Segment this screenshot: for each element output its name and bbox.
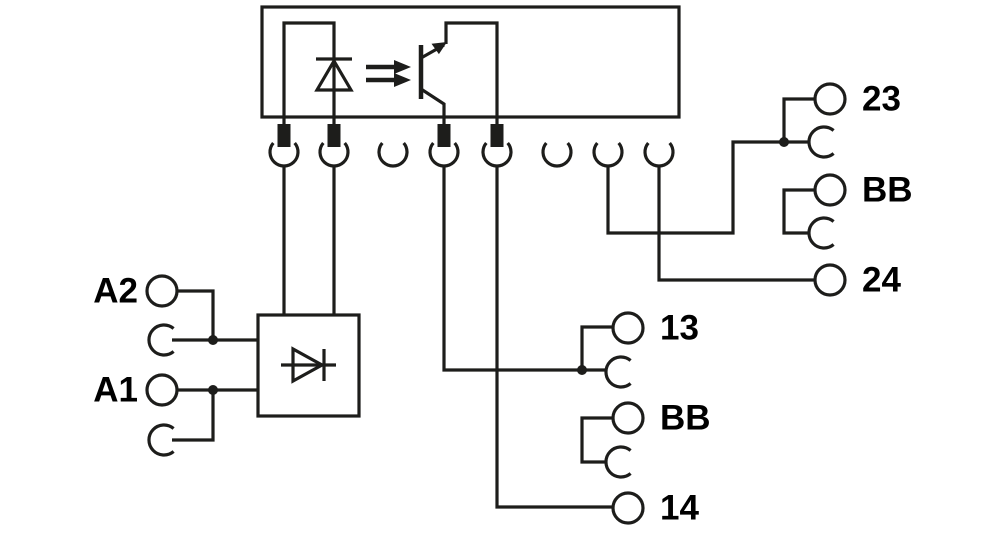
terminal-group-output-right: 23 BB 24 (606, 80, 913, 300)
wire-branch-13 (580, 325, 613, 370)
bridge-socket-13-icon (604, 355, 632, 389)
bridge-socket-a1-icon (147, 423, 175, 457)
terminal-label-bb-bottom: BB (660, 399, 711, 438)
wire-bb-bracket-right (782, 188, 815, 235)
wire-led-branch (282, 21, 336, 117)
wire-collector-to-14 (495, 166, 613, 509)
bridge-socket-23-icon (807, 125, 835, 159)
terminal-label-24: 24 (862, 261, 901, 300)
terminal-group-input: A2 A1 (93, 272, 258, 457)
bridge-socket-a2-icon (147, 323, 175, 357)
terminal-circle-bb-right (813, 173, 847, 207)
diode-icon (281, 346, 336, 384)
bridge-socket-bb-right-icon (807, 216, 835, 250)
socket-icon (377, 141, 409, 168)
wire-branch-23 (782, 97, 815, 142)
light-arrows-icon (366, 60, 411, 87)
plug-pin (327, 124, 341, 147)
terminal-circle-a2 (145, 274, 179, 308)
plug-pins (277, 117, 504, 147)
junction-dot (577, 365, 587, 375)
terminal-label-13: 13 (660, 309, 699, 348)
wire-collector-leg (444, 21, 499, 117)
wire-socket7-to-23 (606, 140, 809, 235)
terminal-label-bb-right: BB (862, 171, 913, 210)
socket-icon (541, 141, 573, 168)
socket-icon (592, 141, 624, 168)
led-icon (314, 57, 354, 92)
plug-pin (277, 124, 291, 147)
wire-emitter-to-13 (442, 166, 606, 372)
wire-emitter-leg (420, 87, 446, 117)
terminal-circle-24 (813, 263, 847, 297)
led-triangle (314, 57, 354, 92)
junction-dot (208, 335, 218, 345)
socket-icon (481, 141, 513, 168)
terminal-circle-23 (813, 82, 847, 116)
terminal-circle-a1 (145, 373, 179, 407)
socket-icon (268, 141, 300, 168)
terminal-label-a1: A1 (93, 371, 138, 410)
terminal-circle-14 (611, 491, 645, 525)
collector-arrowhead (431, 42, 447, 55)
plug-pin (490, 124, 504, 147)
terminal-label-23: 23 (862, 80, 901, 119)
phototransistor-icon (418, 21, 499, 117)
socket-row (268, 141, 675, 168)
terminal-group-output-bottom: 13 BB 14 (442, 166, 711, 528)
terminal-label-a2: A2 (93, 272, 138, 311)
socket-icon (428, 141, 460, 168)
socket-icon (318, 141, 350, 168)
wire-socket8-to-24 (657, 166, 815, 282)
bridge-socket-bb-bottom-icon (604, 445, 632, 479)
plug-pin (437, 124, 451, 147)
wire-bb-bracket-bottom (580, 416, 613, 464)
wire-a1-bridge (172, 390, 215, 442)
junction-dot (779, 137, 789, 147)
terminal-circle-bb-bottom (611, 401, 645, 435)
terminal-label-14: 14 (660, 489, 699, 528)
wire-a2 (177, 289, 215, 340)
optocoupler-module-box (260, 5, 681, 119)
terminal-circle-13 (611, 311, 645, 345)
junction-dot (208, 385, 218, 395)
socket-icon (643, 141, 675, 168)
rectifier-box (256, 313, 361, 418)
